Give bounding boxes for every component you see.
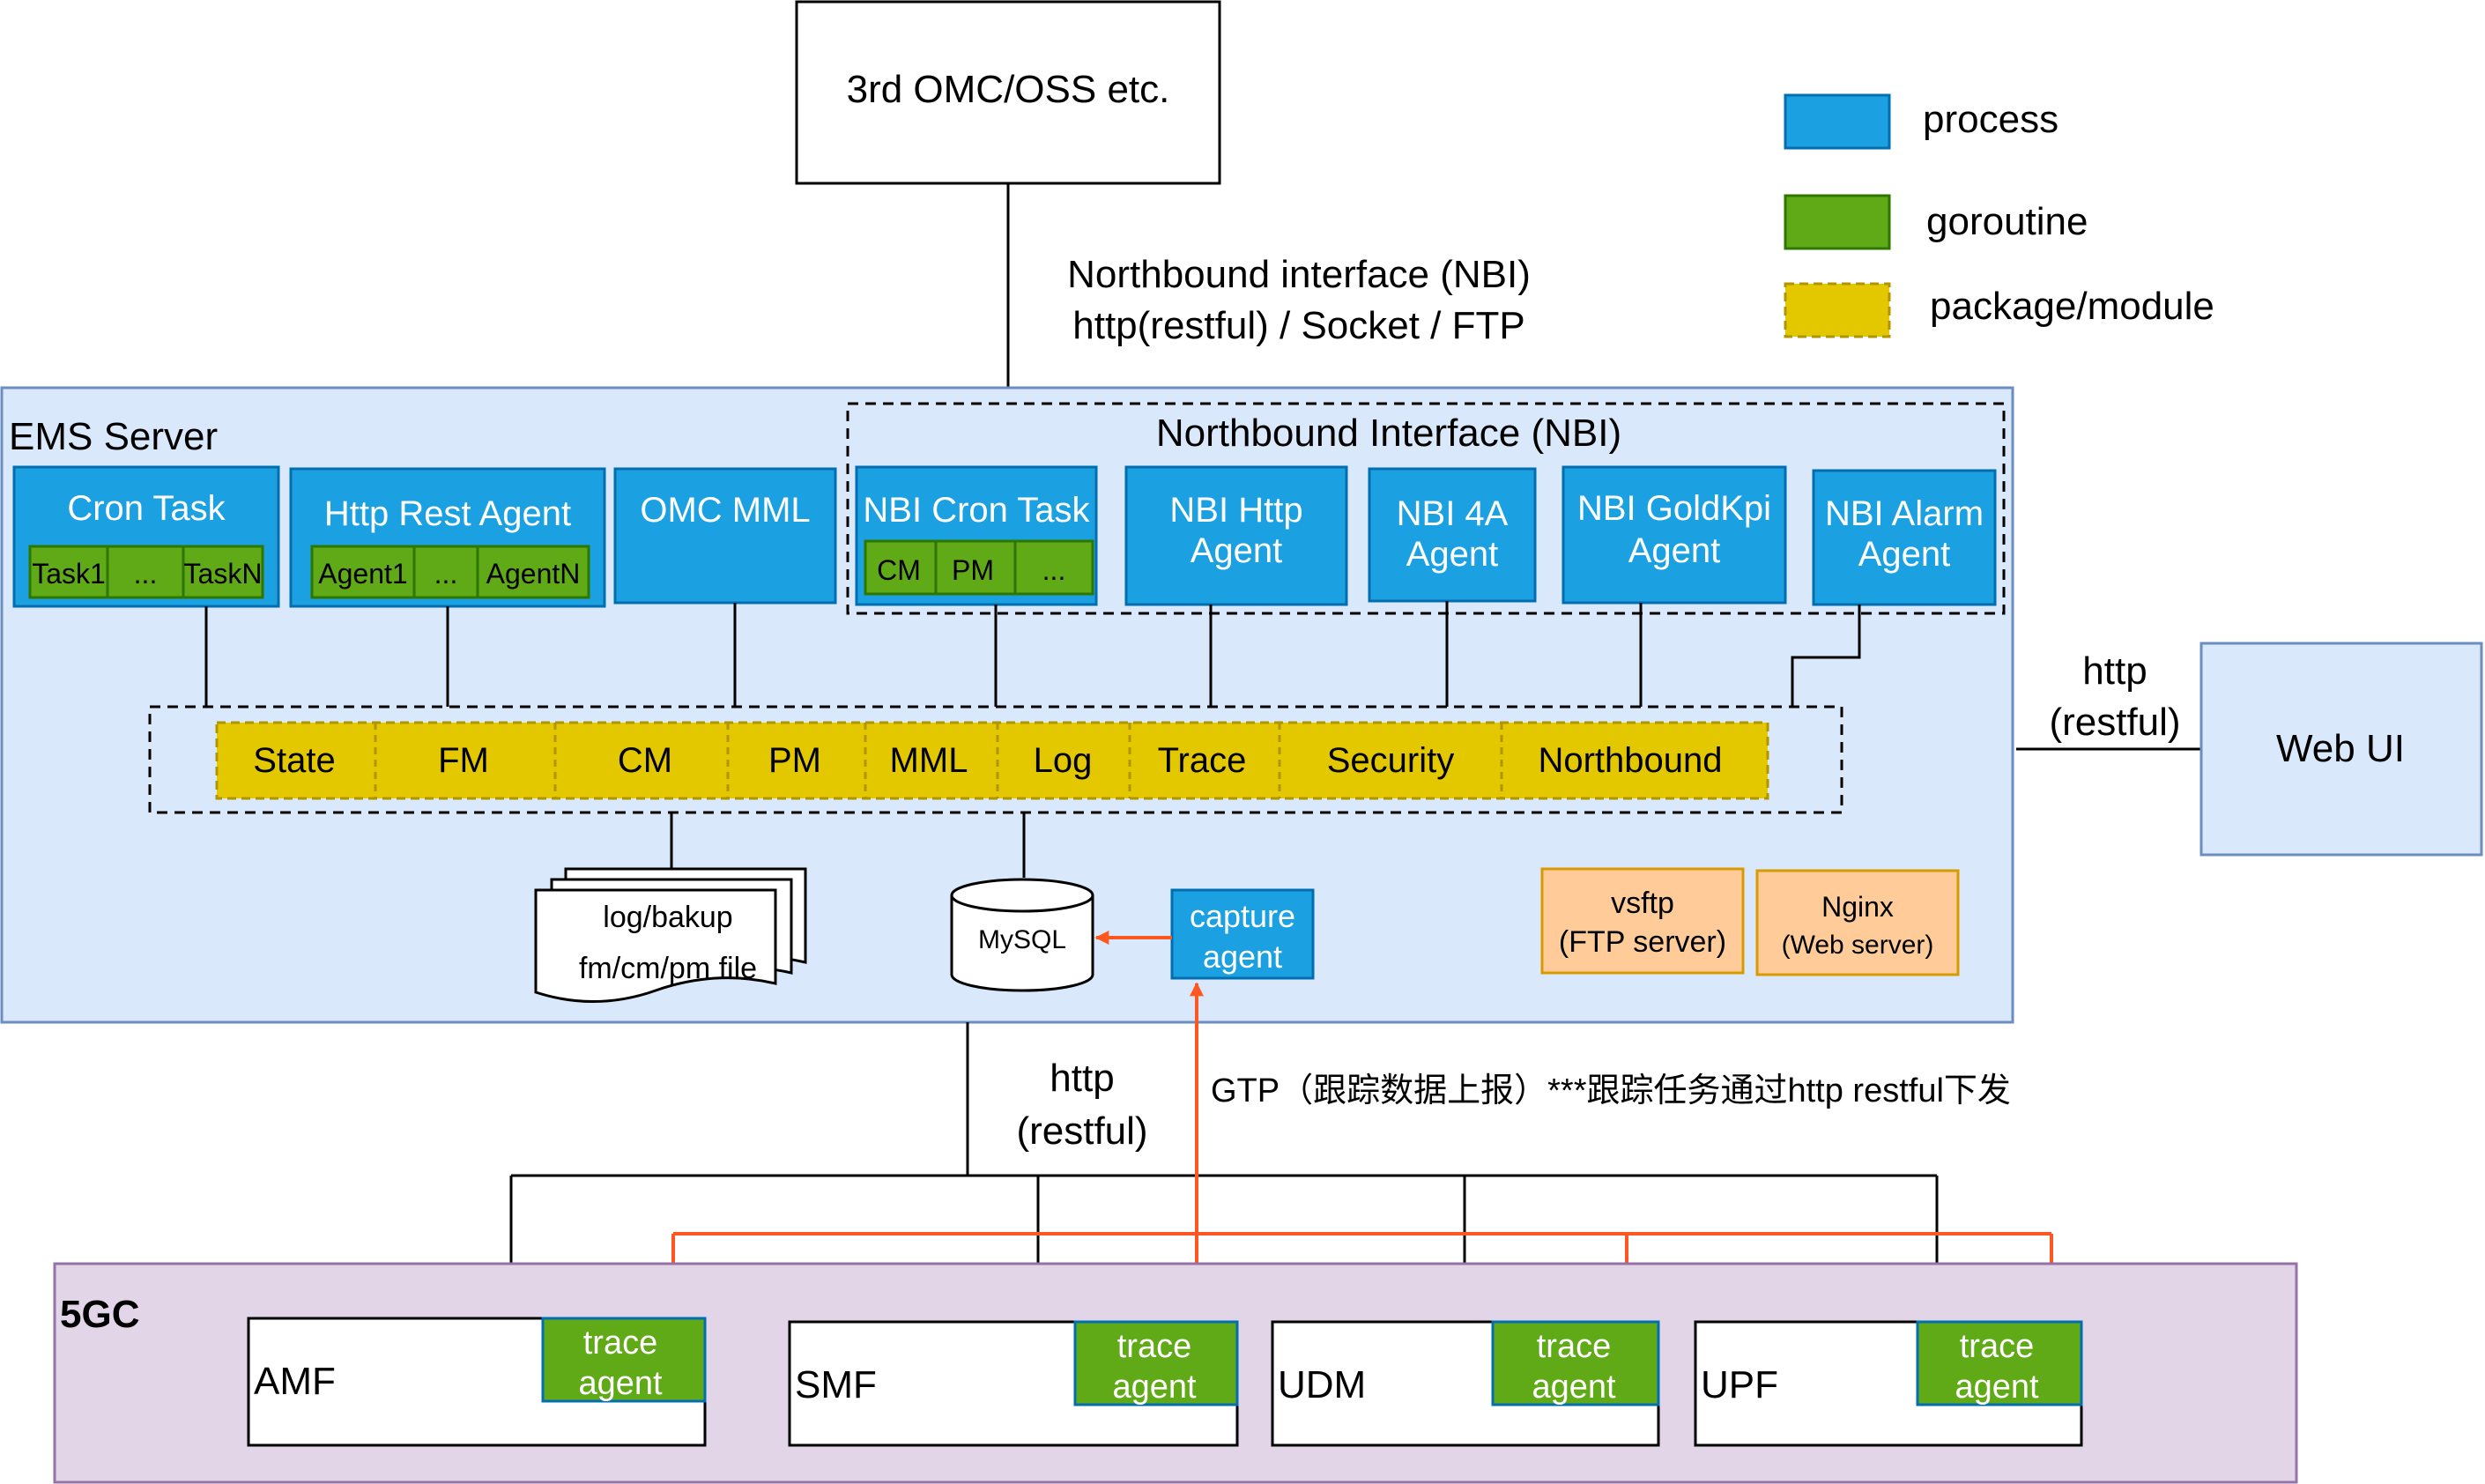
web-ui-node: Web UI [2199,642,2483,857]
nbi-alarm-agent-line1: NBI Alarm [1825,494,1984,533]
nbi-http-agent-line2: Agent [1191,531,1283,570]
nbi-cron-goroutine-pm: PM [952,554,994,586]
nbi-4a-agent-line1: NBI 4A [1397,494,1509,533]
capture-agent-line1: capture [1190,898,1295,934]
nf-udm-label: UDM [1278,1363,1366,1406]
http-rest-agent-process: Http Rest Agent Agent1 ... AgentN [289,467,606,608]
cron-task-goroutine-ellipsis: ... [134,558,158,590]
cron-task-goroutine-n: TaskN [184,558,263,590]
nbi-cron-goroutine-ellipsis: ... [1042,554,1066,586]
fivegc-title: 5GC [60,1293,139,1336]
gtp-label: GTP（跟踪数据上报）***跟踪任务通过http restful下发 [1211,1072,2011,1109]
package-cm: CM [618,741,672,780]
nbi-alarm-agent-line2: Agent [1858,535,1951,574]
ems-server-title: EMS Server [9,415,218,458]
cron-task-goroutine-1: Task1 [32,558,106,590]
nf-amf: AMF trace agent [247,1317,707,1447]
ems-server: EMS Server Northbound Interface (NBI) Cr… [0,386,2014,1024]
nbi-alarm-agent-process: NBI Alarm Agent [1812,469,1997,606]
nbi-group-title: Northbound Interface (NBI) [1156,412,1621,455]
nbi-goldkpi-agent-line1: NBI GoldKpi [1577,489,1771,528]
omc-mml-process: OMC MML [613,467,837,605]
cron-task-title: Cron Task [67,489,226,528]
http-rest-agent-title: Http Rest Agent [324,494,571,533]
nbi-group [846,402,2006,615]
omc-mml-title: OMC MML [640,491,810,530]
package-trace: Trace [1158,741,1247,780]
files-label-1: log/bakup [603,901,732,934]
nbi-http-agent-process: NBI Http Agent [1124,465,1348,606]
nbi-protocol-label-2: http(restful) / Socket / FTP [1072,304,1524,347]
http-rest-goroutine-1: Agent1 [318,558,407,590]
vsftp-line2: (FTP server) [1559,925,1726,959]
mysql-database: MySQL [950,878,1094,992]
nbi-4a-agent-line2: Agent [1406,535,1499,574]
nbi-goldkpi-agent-line2: Agent [1628,531,1721,570]
file-storage-documents: log/bakup fm/cm/pm file [534,867,807,1003]
capture-agent-process: capture agent [1170,888,1315,980]
nginx-line2: (Web server) [1782,931,1934,960]
legend-package-swatch [1784,282,1891,338]
legend-process-label: process [1923,98,2058,141]
cron-task-process: Cron Task Task1 ... TaskN [12,465,280,608]
package-mml: MML [890,741,968,780]
mysql-label: MySQL [978,925,1066,954]
packages-group [148,705,1843,814]
nf-smf-label: SMF [795,1363,877,1406]
web-ui-label: Web UI [2276,727,2405,770]
webui-protocol-line2: (restful) [2049,701,2180,744]
package-pm: PM [768,741,821,780]
nbi-4a-agent-process: NBI 4A Agent [1368,467,1537,603]
legend-package-label: package/module [1930,285,2214,328]
package-state: State [253,741,335,780]
package-log: Log [1034,741,1093,780]
legend-goroutine-swatch [1784,194,1891,250]
vsftp-line1: vsftp [1611,887,1674,920]
fivegc-region: 5GC AMF trace agent SMF trace agent UDM … [53,1262,2298,1484]
nf-smf: SMF trace agent [788,1320,1239,1447]
package-northbound: Northbound [1538,741,1722,780]
nf-upf-label: UPF [1701,1363,1778,1406]
process-package-connectors [204,601,1861,707]
nbi-cron-goroutine-cm: CM [877,554,921,586]
legend-goroutine-label: goroutine [1926,200,2088,243]
http-rest-goroutine-n: AgentN [486,558,581,590]
vsftp-server: vsftp (FTP server) [1540,867,1745,975]
amf-trace-agent-line2: agent [578,1365,663,1402]
nf-udm: UDM trace agent [1271,1320,1660,1447]
upf-trace-agent-line1: trace [1960,1328,2034,1365]
package-fm: FM [438,741,489,780]
omc-oss-label: 3rd OMC/OSS etc. [847,68,1170,111]
http-rest-goroutine-ellipsis: ... [434,558,458,590]
nbi-cron-task-process: NBI Cron Task CM PM ... [855,465,1098,606]
nf-amf-label: AMF [254,1360,336,1403]
nginx-server: Nginx (Web server) [1755,869,1960,976]
webui-protocol-line1: http [2082,649,2147,693]
capture-agent-line2: agent [1203,939,1282,975]
legend-process-swatch [1784,93,1891,150]
nf-upf: UPF trace agent [1694,1320,2083,1447]
nbi-protocol-label-1: Northbound interface (NBI) [1067,253,1531,296]
udm-trace-agent-line2: agent [1532,1369,1616,1406]
nginx-line1: Nginx [1821,891,1894,923]
amf-trace-agent-line1: trace [583,1324,657,1362]
nbi-http-agent-line1: NBI Http [1169,491,1302,530]
upf-trace-agent-line2: agent [1955,1369,2039,1406]
package-security: Security [1327,741,1455,780]
omc-oss-node: 3rd OMC/OSS etc. [795,0,1221,185]
nbi-goldkpi-agent-process: NBI GoldKpi Agent [1561,465,1787,605]
legend: process goroutine package/module [1784,93,2214,338]
smf-trace-agent-line1: trace [1117,1328,1191,1365]
nbi-cron-task-title: NBI Cron Task [863,491,1090,530]
http-bus-label-2: (restful) [1016,1109,1147,1153]
packages-row: State FM CM PM MML Log Trace Security No… [215,721,1769,800]
udm-trace-agent-line1: trace [1537,1328,1611,1365]
files-label-2: fm/cm/pm file [579,952,757,985]
smf-trace-agent-line2: agent [1112,1369,1197,1406]
http-bus-label-1: http [1050,1057,1114,1100]
